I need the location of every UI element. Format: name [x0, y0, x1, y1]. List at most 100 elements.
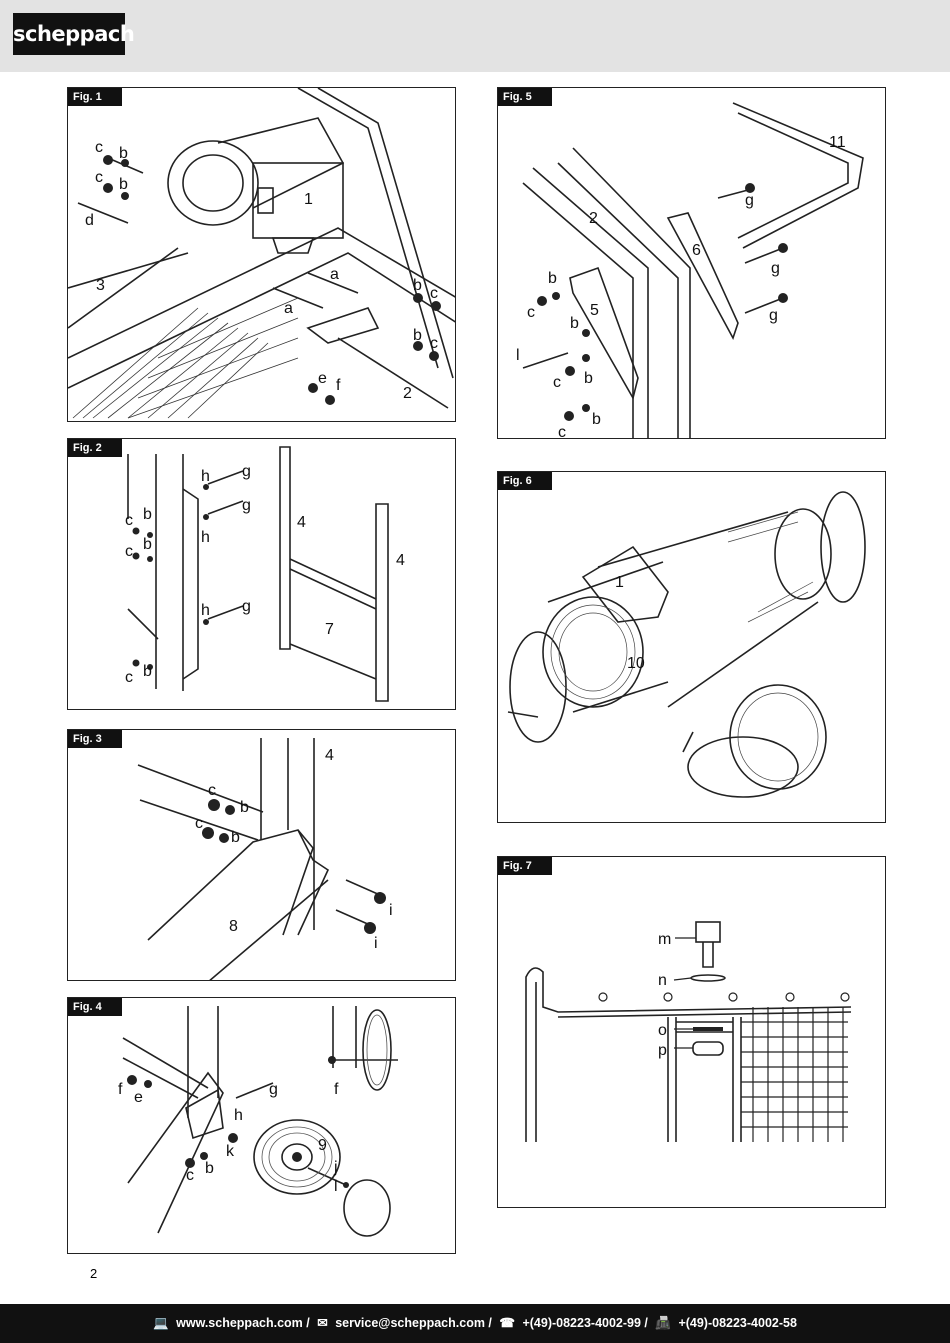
label: 11 — [829, 134, 846, 151]
label: g — [242, 598, 251, 615]
label: f — [334, 1081, 339, 1098]
label: b — [231, 829, 240, 846]
fax-number: +(49)-08223-4002-58 — [678, 1316, 797, 1330]
label: d — [85, 212, 94, 229]
label: h — [201, 468, 210, 485]
label: k — [226, 1143, 235, 1160]
figure-5-drawing: 11 2 g 6 g g b c 5 b l c b c b — [516, 102, 864, 439]
figure-6-tag: Fig. 6 — [498, 472, 552, 490]
figure-5: 11 2 g 6 g g b c 5 b l c b c b Fig. 5 — [497, 87, 886, 439]
label: c — [527, 304, 535, 321]
label: g — [242, 497, 251, 514]
figure-2-drawing: h g g c b h c b h g c b 4 4 7 — [125, 446, 405, 702]
label: 7 — [325, 621, 334, 638]
label: g — [771, 260, 780, 277]
figure-4-tag: Fig. 4 — [68, 998, 122, 1016]
figure-3: 4 c b c b 8 i i Fig. 3 — [67, 729, 456, 981]
computer-icon: 💻 — [153, 1316, 169, 1330]
scheppach-logo: scheppach — [13, 13, 135, 55]
label: c — [95, 169, 103, 186]
figure-6: 1 10 Fig. 6 — [497, 471, 886, 823]
label: b — [119, 176, 128, 193]
figure-5-tag: Fig. 5 — [498, 88, 552, 106]
label: n — [658, 972, 667, 989]
label: p — [658, 1042, 667, 1059]
label: j — [333, 1159, 338, 1176]
figure-7-drawing: m n o p — [525, 921, 852, 1142]
label: a — [284, 300, 293, 317]
label: 4 — [396, 552, 405, 569]
label: c — [186, 1167, 194, 1184]
label: 2 — [403, 385, 412, 402]
label: 1 — [304, 191, 313, 208]
label: h — [201, 602, 210, 619]
figure-7-tag: Fig. 7 — [498, 857, 552, 875]
figure-2: h g g c b h c b h g c b 4 4 7 Fig. 2 — [67, 438, 456, 710]
email-icon: ✉ — [317, 1316, 328, 1330]
label: m — [658, 931, 671, 948]
figure-4-drawing: f e g h f k 9 c b j l — [118, 1006, 398, 1237]
label: h — [234, 1107, 243, 1124]
figure-1: c b c b d 1 3 a a b c b c e f 2 Fig. 1 — [67, 87, 456, 422]
label: g — [769, 307, 778, 324]
label: b — [119, 145, 128, 162]
label: e — [318, 370, 327, 387]
website-link[interactable]: www.scheppach.com / — [176, 1316, 310, 1330]
figure-2-tag: Fig. 2 — [68, 439, 122, 457]
label: 10 — [627, 655, 645, 672]
label: o — [658, 1022, 667, 1039]
label: l — [334, 1178, 338, 1195]
label: b — [143, 506, 152, 523]
label: b — [143, 663, 152, 680]
label: b — [592, 411, 601, 428]
figure-1-drawing: c b c b d 1 3 a a b c b c e f 2 — [68, 88, 455, 419]
figure-4: f e g h f k 9 c b j l Fig. 4 — [67, 997, 456, 1254]
label: c — [125, 669, 133, 686]
label: b — [584, 370, 593, 387]
label: 4 — [325, 747, 334, 764]
label: i — [374, 935, 378, 952]
footer-contact-bar: 💻 www.scheppach.com / ✉ service@scheppac… — [0, 1304, 950, 1343]
label: a — [330, 266, 339, 283]
label: g — [269, 1081, 278, 1098]
label: 4 — [297, 514, 306, 531]
page-header: scheppach — [0, 0, 950, 72]
label: b — [240, 799, 249, 816]
label: c — [430, 335, 438, 352]
email-link[interactable]: service@scheppach.com / — [335, 1316, 492, 1330]
label: 2 — [589, 210, 598, 227]
label: b — [143, 536, 152, 553]
label: c — [208, 782, 216, 799]
label: e — [134, 1089, 143, 1106]
label: h — [201, 529, 210, 546]
label: b — [413, 277, 422, 294]
label: c — [430, 285, 438, 302]
label: b — [413, 327, 422, 344]
fax-icon: 📠 — [655, 1316, 671, 1330]
label: 1 — [615, 574, 624, 591]
label: b — [205, 1160, 214, 1177]
phone-number: +(49)-08223-4002-99 / — [522, 1316, 648, 1330]
label: g — [745, 192, 754, 209]
label: i — [389, 902, 393, 919]
label: c — [125, 543, 133, 560]
figure-6-drawing: 1 10 — [507, 491, 866, 798]
label: 3 — [96, 277, 105, 294]
figure-7: m n o p Fig. 7 — [497, 856, 886, 1208]
label: 5 — [590, 302, 599, 319]
label: b — [570, 315, 579, 332]
phone-icon: ☎ — [499, 1316, 515, 1330]
label: b — [548, 270, 557, 287]
figure-1-tag: Fig. 1 — [68, 88, 122, 106]
label: c — [125, 512, 133, 529]
label: g — [242, 463, 251, 480]
label: 6 — [692, 242, 701, 259]
label: c — [558, 424, 566, 439]
label: f — [336, 377, 341, 394]
label: 9 — [318, 1137, 327, 1154]
label: 8 — [229, 918, 238, 935]
label: f — [118, 1081, 123, 1098]
label: c — [95, 139, 103, 156]
figure-3-drawing: 4 c b c b 8 i i — [137, 738, 393, 980]
label: c — [195, 815, 203, 832]
